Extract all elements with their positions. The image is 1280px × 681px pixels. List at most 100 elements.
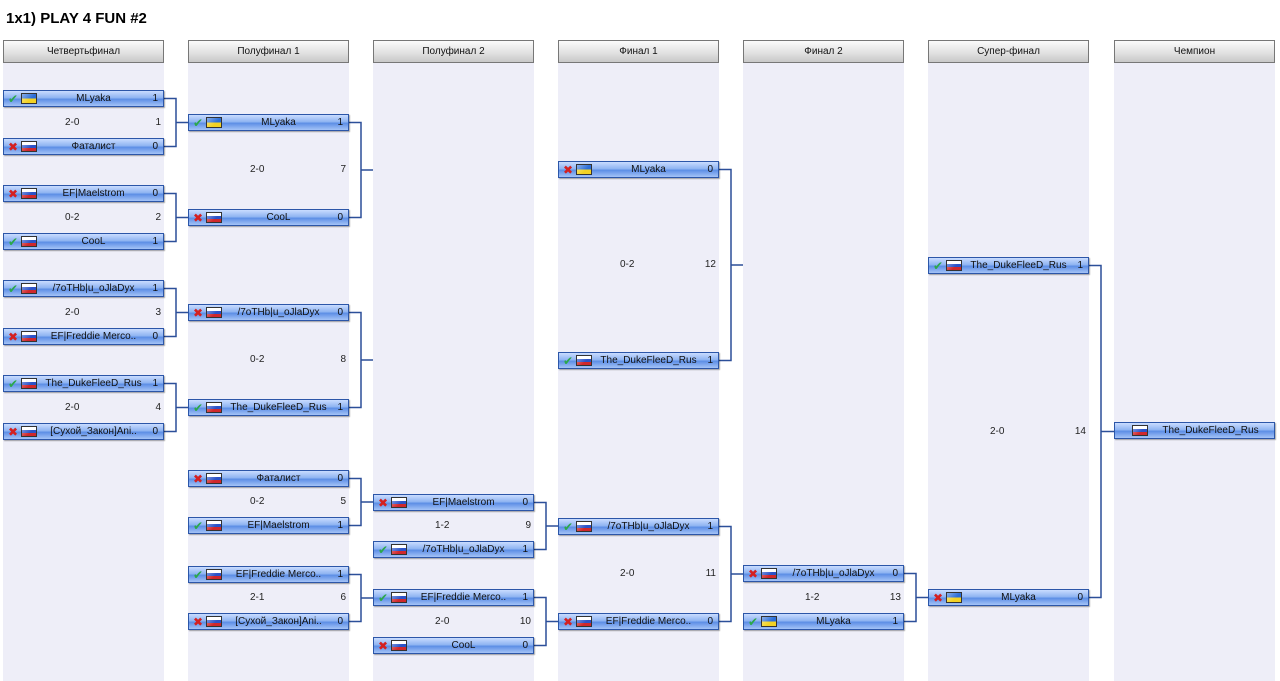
- match-number: 1: [155, 116, 161, 128]
- player-name: CooL: [451, 640, 476, 651]
- match-result: 2-1: [250, 592, 265, 603]
- player-slot[interactable]: ✖EF|Freddie Merco..0: [3, 328, 164, 345]
- flag-russia-icon: [206, 569, 222, 580]
- player-score: 0: [522, 497, 528, 508]
- player-score: 1: [337, 520, 343, 531]
- player-name: The_DukeFleeD_Rus: [45, 378, 142, 389]
- check-icon: ✔: [562, 354, 574, 368]
- flag-ukraine-icon: [576, 164, 592, 175]
- player-slot[interactable]: ✖[Сухой_Закон]Ani..0: [188, 613, 349, 630]
- match-result: 2-0: [620, 568, 635, 579]
- column-header[interactable]: Супер-финал: [928, 40, 1089, 63]
- player-name: EF|Freddie Merco..: [235, 569, 322, 580]
- flag-russia-icon: [206, 307, 222, 318]
- player-score: 0: [337, 616, 343, 627]
- check-icon: ✔: [192, 401, 204, 415]
- flag-russia-icon: [391, 497, 407, 508]
- player-score: 1: [337, 402, 343, 413]
- bracket-connector: [164, 192, 188, 243]
- player-score: 1: [152, 283, 158, 294]
- player-name: EF|Maelstrom: [62, 188, 125, 199]
- match-result: 1-2: [805, 591, 820, 603]
- flag-russia-icon: [206, 616, 222, 627]
- match-result: 0-2: [620, 259, 635, 270]
- player-score: 0: [152, 141, 158, 152]
- flag-ukraine-icon: [946, 592, 962, 603]
- bracket-connector: [349, 477, 373, 527]
- match-result: 2-0: [435, 615, 450, 627]
- player-slot[interactable]: ✔EF|Freddie Merco..1: [188, 566, 349, 583]
- column-header[interactable]: Четвертьфинал: [3, 40, 164, 63]
- flag-russia-icon: [206, 473, 222, 484]
- flag-russia-icon: [206, 212, 222, 223]
- match-number: 11: [705, 568, 716, 579]
- column-header[interactable]: Полуфинал 2: [373, 40, 534, 63]
- cross-icon: ✖: [7, 330, 19, 344]
- column-header[interactable]: Чемпион: [1114, 40, 1275, 63]
- column-header[interactable]: Финал 2: [743, 40, 904, 63]
- match-result: 2-0: [990, 425, 1005, 437]
- match-result: 2-0: [65, 401, 80, 413]
- check-icon: ✔: [562, 520, 574, 534]
- player-slot[interactable]: ✖EF|Freddie Merco..0: [558, 613, 719, 630]
- cross-icon: ✖: [192, 472, 204, 486]
- player-name: CooL: [81, 236, 106, 247]
- flag-russia-icon: [21, 331, 37, 342]
- player-slot[interactable]: ✖[Сухой_Закон]Ani..0: [3, 423, 164, 440]
- column-header[interactable]: Полуфинал 1: [188, 40, 349, 63]
- player-score: 0: [337, 212, 343, 223]
- player-score: 0: [707, 164, 713, 175]
- flag-russia-icon: [576, 521, 592, 532]
- player-name: /7oTHb|u_oJlaDyx: [52, 283, 135, 294]
- bracket-title: 1x1) PLAY 4 FUN #2: [6, 10, 147, 27]
- player-name: EF|Freddie Merco..: [605, 616, 692, 627]
- flag-russia-icon: [391, 592, 407, 603]
- cross-icon: ✖: [192, 615, 204, 629]
- player-name: The_DukeFleeD_Rus: [970, 260, 1067, 271]
- player-name: /7oTHb|u_oJlaDyx: [422, 544, 505, 555]
- bracket-connector: [349, 121, 373, 219]
- champion-slot[interactable]: The_DukeFleeD_Rus: [1114, 422, 1275, 439]
- flag-russia-icon: [576, 616, 592, 627]
- flag-russia-icon: [761, 568, 777, 579]
- match-number: 14: [1074, 425, 1086, 437]
- match-number: 2: [155, 211, 161, 223]
- flag-russia-icon: [206, 402, 222, 413]
- player-score: 1: [337, 117, 343, 128]
- match-number: 5: [340, 496, 346, 507]
- player-score: 0: [337, 473, 343, 484]
- player-slot[interactable]: ✔EF|Freddie Merco..1: [373, 589, 534, 606]
- column-semifinal-2: Полуфинал 2: [373, 40, 534, 681]
- cross-icon: ✖: [7, 140, 19, 154]
- player-name: /7oTHb|u_oJlaDyx: [607, 521, 690, 532]
- column-header[interactable]: Финал 1: [558, 40, 719, 63]
- match-result: 2-0: [65, 116, 80, 128]
- flag-ukraine-icon: [206, 117, 222, 128]
- player-score: 0: [1077, 592, 1083, 603]
- flag-russia-icon: [21, 283, 37, 294]
- match-number: 3: [155, 306, 161, 318]
- match-result: 0-2: [65, 211, 80, 223]
